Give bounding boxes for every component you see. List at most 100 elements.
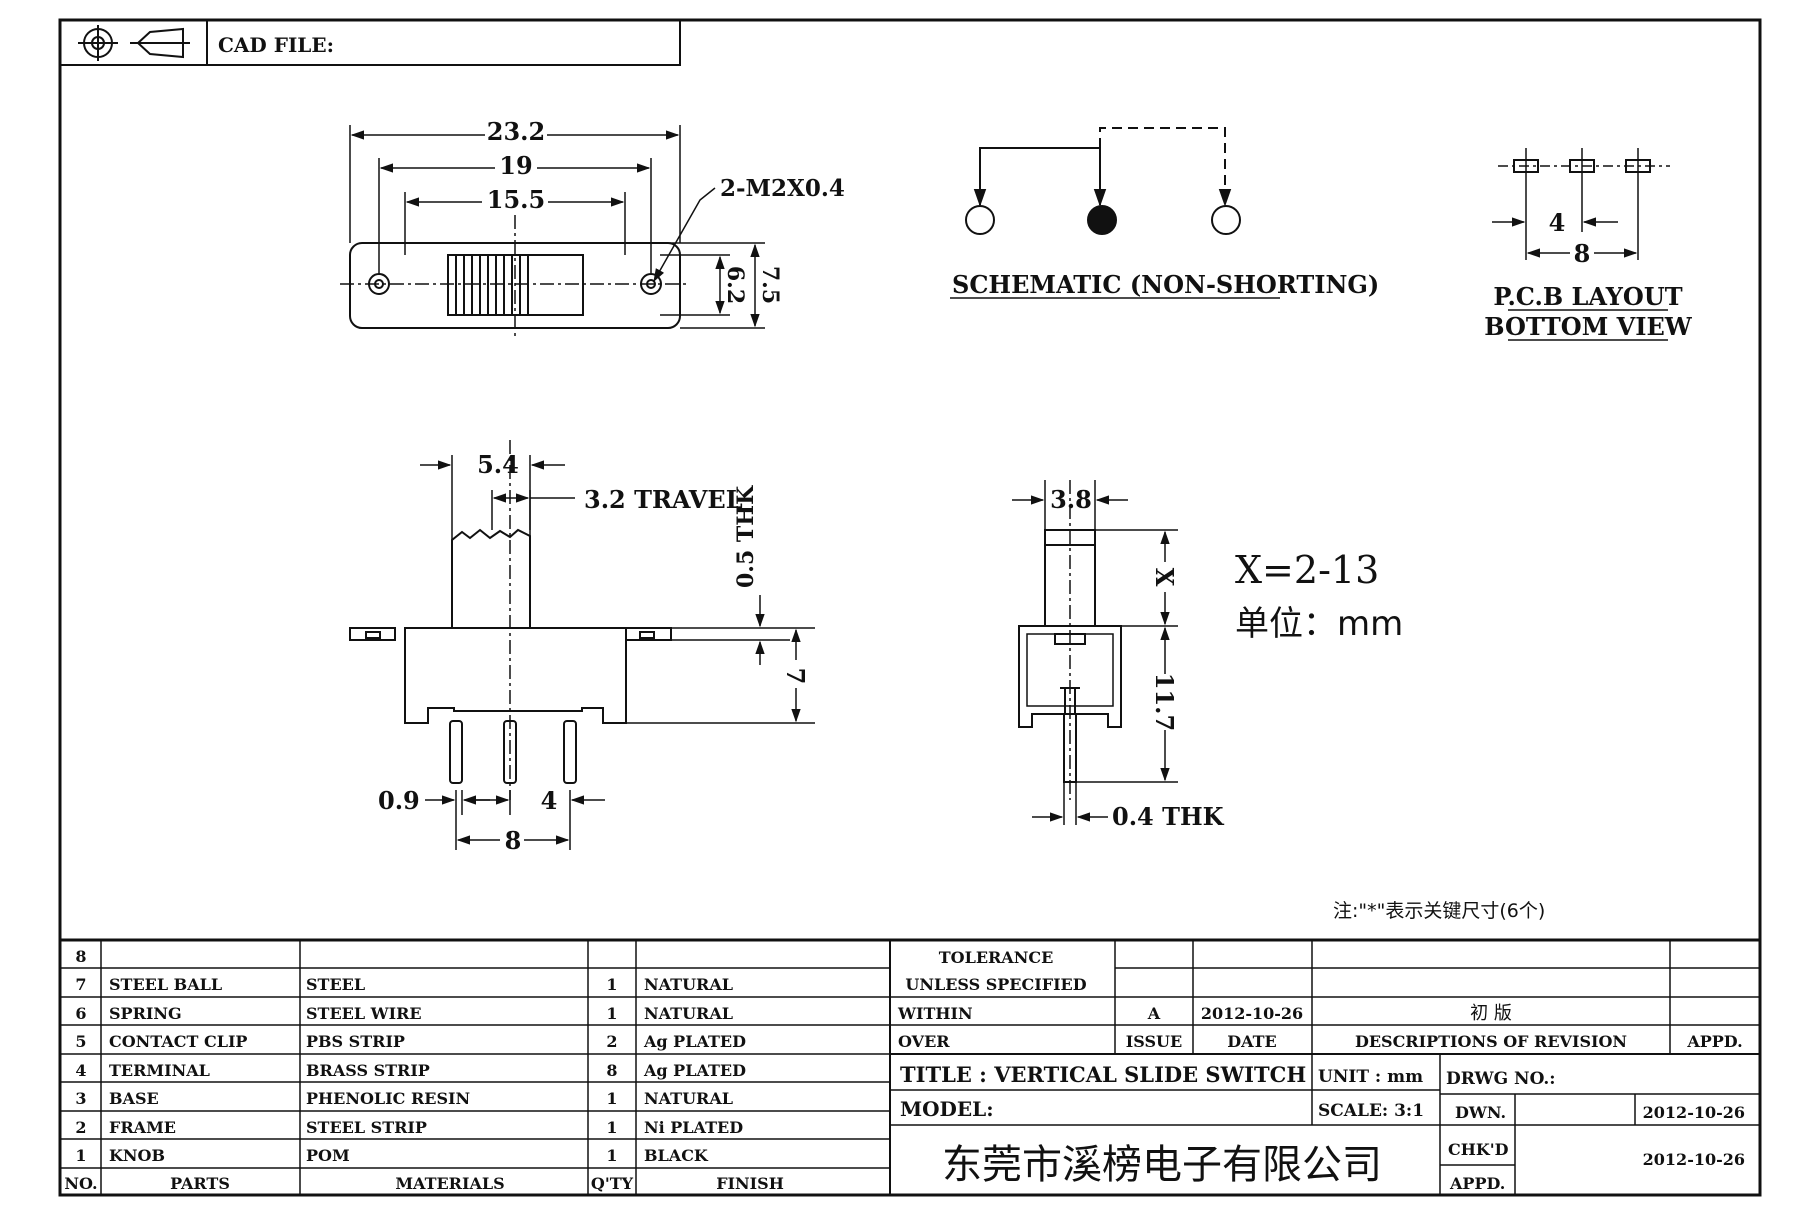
issue-header: ISSUE	[1126, 1032, 1182, 1051]
bom-material: STEEL	[306, 975, 365, 994]
pcb-bottom-view-label: BOTTOM VIEW	[1484, 312, 1692, 341]
checked-date: 2012-10-26	[1643, 1150, 1745, 1169]
title-block-grid	[890, 940, 1760, 1195]
terminal-common-icon	[1087, 205, 1117, 235]
bom-qty: 1	[606, 1146, 617, 1165]
table-row: 3 BASE PHENOLIC RESIN 1 NATURAL	[75, 1089, 733, 1108]
top-view	[340, 125, 765, 340]
revision-description: 初 版	[1470, 1003, 1512, 1024]
dim-pin-thickness: 0.4 THK	[1112, 802, 1225, 831]
tolerance-within-label: WITHIN	[897, 1004, 973, 1023]
bom-material: PBS STRIP	[306, 1032, 405, 1051]
header-block: CAD FILE:	[59, 19, 681, 66]
projection-symbol-icon	[78, 25, 190, 61]
bom-header-materials: MATERIALS	[395, 1174, 504, 1193]
bom-part: FRAME	[109, 1118, 176, 1137]
unit-note: 单位：mm	[1235, 604, 1403, 644]
dim-side-knob: 3.8	[1050, 485, 1092, 514]
bom-header-no: NO.	[64, 1174, 97, 1193]
bom-header-finish: FINISH	[716, 1174, 784, 1193]
bom-finish: Ag PLATED	[643, 1061, 746, 1080]
bom-no: 2	[75, 1118, 86, 1137]
dim-hole-pitch: 19	[499, 151, 532, 180]
bom-part: CONTACT CLIP	[109, 1032, 247, 1051]
drawing-number-label: DRWG NO.:	[1446, 1069, 1556, 1089]
dim-overall-length: 23.2	[487, 117, 545, 146]
bom-finish: Ni PLATED	[644, 1118, 743, 1137]
bom-material: STEEL STRIP	[306, 1118, 427, 1137]
bom-part: KNOB	[109, 1146, 165, 1165]
bom-finish: NATURAL	[644, 1089, 733, 1108]
bom-no: 6	[75, 1004, 86, 1023]
schematic-label: SCHEMATIC (NON-SHORTING)	[952, 270, 1379, 299]
bom-no: 8	[75, 947, 86, 966]
title-block: TOLERANCE UNLESS SPECIFIED WITHIN OVER A…	[897, 948, 1745, 1193]
bom-rows: 8 7 STEEL BALL STEEL 1 NATURAL 6 SPRING …	[64, 947, 783, 1193]
bom-part: TERMINAL	[109, 1061, 210, 1080]
bom-part: STEEL BALL	[109, 975, 222, 994]
dim-body-height: 7	[781, 668, 810, 685]
dim-travel: 3.2 TRAVEL	[584, 485, 743, 514]
bom-material: BRASS STRIP	[306, 1061, 430, 1080]
dim-pin-width: 0.9	[378, 786, 420, 815]
bom-qty: 1	[606, 975, 617, 994]
front-view	[349, 440, 815, 850]
table-row: 2 FRAME STEEL STRIP 1 Ni PLATED	[75, 1118, 743, 1137]
bom-qty: 1	[606, 1089, 617, 1108]
side-view	[1012, 480, 1178, 825]
dim-outer-height: 7.5	[757, 266, 783, 304]
dim-knob-height-x: X	[1150, 568, 1179, 587]
table-row: 8	[75, 947, 86, 966]
dim-frame-thickness: 0.5 THK	[733, 485, 759, 588]
cad-file-label: CAD FILE:	[218, 33, 334, 57]
bom-qty: 2	[606, 1032, 617, 1051]
terminal-left-icon	[965, 205, 995, 235]
bom-part: SPRING	[109, 1004, 182, 1023]
bom-qty: 8	[606, 1061, 617, 1080]
drawn-label: DWN.	[1455, 1103, 1506, 1122]
tolerance-over-label: OVER	[898, 1032, 950, 1051]
bom-no: 5	[75, 1032, 86, 1051]
scale-label: SCALE: 3:1	[1318, 1101, 1424, 1121]
table-row: 1 KNOB POM 1 BLACK	[75, 1146, 708, 1165]
approved-header: APPD.	[1686, 1032, 1742, 1051]
bom-part: BASE	[109, 1089, 159, 1108]
company-name: 东莞市溪榜电子有限公司	[942, 1142, 1382, 1188]
drawn-date: 2012-10-26	[1643, 1103, 1745, 1122]
pcb-layout	[1492, 148, 1670, 341]
top-view-dimensions: 23.2 19 15.5 2-M2X0.4 6.2 7.5	[482, 117, 845, 304]
bom-finish: Ag PLATED	[643, 1032, 746, 1051]
date-header: DATE	[1227, 1032, 1277, 1051]
bom-table-grid	[60, 938, 1760, 1195]
tolerance-unless-label: UNLESS SPECIFIED	[905, 975, 1086, 994]
approved-label: APPD.	[1449, 1174, 1505, 1193]
key-dimension-note: 注:"*"表示关键尺寸(6个)	[1333, 900, 1545, 922]
bom-finish: NATURAL	[644, 975, 733, 994]
unit-label: UNIT : mm	[1318, 1067, 1423, 1087]
pcb-layout-text: 4 8 P.C.B LAYOUT BOTTOM VIEW	[1484, 208, 1692, 341]
revision-issue: A	[1147, 1004, 1161, 1023]
bom-header-parts: PARTS	[170, 1174, 230, 1193]
bom-material: POM	[306, 1146, 350, 1165]
bom-no: 7	[75, 975, 86, 994]
bom-finish: NATURAL	[644, 1004, 733, 1023]
x-range-note: X=2-13	[1235, 548, 1379, 592]
table-row: 7 STEEL BALL STEEL 1 NATURAL	[75, 975, 733, 994]
table-row: 5 CONTACT CLIP PBS STRIP 2 Ag PLATED	[75, 1032, 746, 1051]
dim-knob-width: 5.4	[477, 450, 519, 479]
bom-no: 4	[75, 1061, 86, 1080]
table-row: 4 TERMINAL BRASS STRIP 8 Ag PLATED	[75, 1061, 746, 1080]
model-label: MODEL:	[900, 1097, 994, 1121]
schematic-diagram	[950, 127, 1280, 299]
bom-finish: BLACK	[644, 1146, 709, 1165]
dim-side-height: 11.7	[1150, 673, 1179, 731]
pcb-dim-pitch: 4	[1549, 208, 1566, 237]
table-row: 6 SPRING STEEL WIRE 1 NATURAL	[75, 1004, 733, 1023]
bom-header-qty: Q'TY	[591, 1174, 634, 1193]
bom-header-row: NO. PARTS MATERIALS Q'TY FINISH	[64, 1174, 783, 1193]
screw-note: 2-M2X0.4	[720, 175, 845, 202]
dim-slot-length: 15.5	[487, 185, 545, 214]
side-view-dimensions: 3.8 X 11.7 0.4 THK	[1050, 485, 1225, 831]
tolerance-label: TOLERANCE	[939, 948, 1054, 967]
